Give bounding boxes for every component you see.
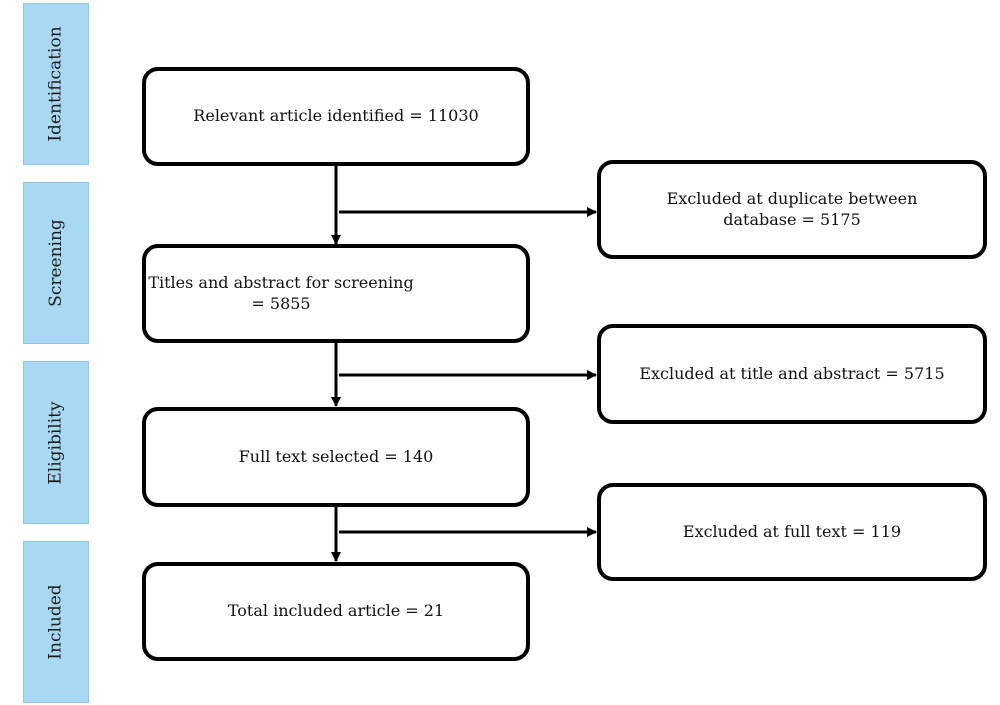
full-text-box: Full text selected = 140 [142, 407, 530, 507]
stage-identification: Identification [23, 3, 89, 165]
excluded-duplicate-box: Excluded at duplicate between database =… [597, 160, 987, 259]
stage-included: Included [23, 541, 89, 703]
full-text-text: Full text selected = 140 [238, 446, 434, 466]
included-box: Total included article = 21 [142, 562, 530, 661]
excluded-full-text-text: Excluded at full text = 119 [682, 521, 902, 541]
screening-box: Titles and abstract for screening = 5855 [142, 244, 530, 343]
excluded-title-abstract-box: Excluded at title and abstract = 5715 [597, 324, 987, 424]
screening-text: Titles and abstract for screening = 5855 [148, 272, 414, 313]
identified-text: Relevant article identified = 11030 [193, 106, 479, 126]
stage-screening: Screening [23, 182, 89, 344]
excluded-full-text-box: Excluded at full text = 119 [597, 483, 987, 581]
included-text: Total included article = 21 [227, 601, 445, 621]
identified-box: Relevant article identified = 11030 [142, 67, 530, 166]
stage-eligibility: Eligibility [23, 361, 89, 524]
excluded-title-abstract-text: Excluded at title and abstract = 5715 [639, 363, 945, 383]
excluded-duplicate-text: Excluded at duplicate between database =… [666, 188, 918, 229]
